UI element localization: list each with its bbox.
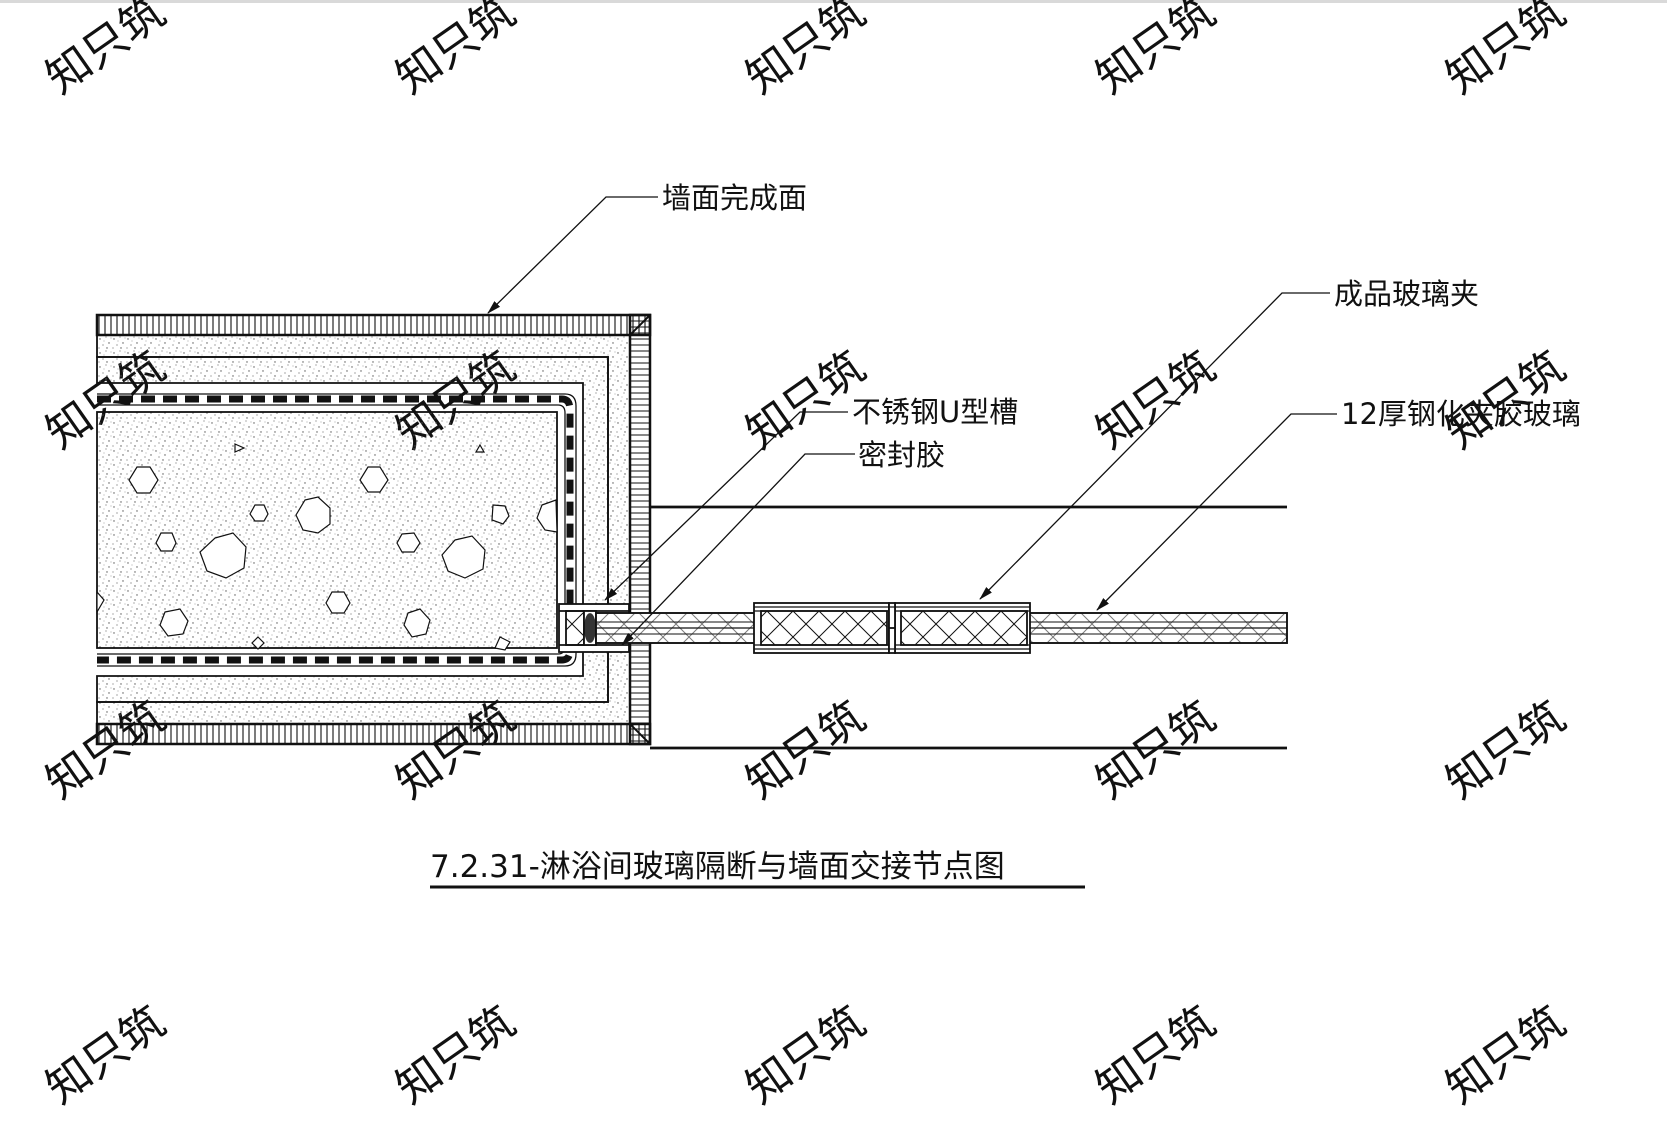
watermark-mark: 知只筑: [1437, 997, 1574, 1114]
watermark-mark: 知只筑: [737, 997, 874, 1114]
label-sealant: 密封胶: [858, 438, 945, 472]
watermark-mark: 知只筑: [387, 0, 524, 104]
wall-section: [95, 313, 652, 746]
finish-layer-top: [95, 313, 652, 337]
label-clamp: 成品玻璃夹: [1334, 277, 1479, 311]
watermark-mark: 知只筑: [737, 0, 874, 104]
watermark-mark: 知只筑: [37, 0, 174, 104]
top-border-line: [0, 0, 1667, 3]
watermark-mark: 知只筑: [1087, 0, 1224, 104]
watermark-mark: 知只筑: [737, 692, 874, 809]
label-glass: 12厚钢化夹胶玻璃: [1341, 397, 1581, 431]
aggregate-stones: [96, 443, 558, 651]
leader-u-channel: [604, 411, 848, 601]
finish-layer-end: [628, 313, 652, 746]
waterproof-membrane: [97, 395, 574, 664]
watermark-mark: 知只筑: [1087, 692, 1224, 809]
glass-clamp: [753, 602, 1031, 654]
leader-wall-finish: [487, 196, 658, 314]
watermark-mark: 知只筑: [1437, 0, 1574, 104]
drawing-title: 7.2.31-淋浴间玻璃隔断与墙面交接节点图: [430, 849, 1005, 885]
watermark-mark: 知只筑: [1437, 692, 1574, 809]
base-coat-layer: [96, 356, 609, 703]
leader-sealant: [621, 453, 855, 646]
sealant-block: [565, 610, 585, 646]
callout-leaders: [487, 196, 1337, 646]
label-wall-finish: 墙面完成面: [662, 181, 807, 215]
leader-glass: [1096, 413, 1337, 611]
finish-layer-bottom: [95, 722, 652, 746]
watermark-mark: 知只筑: [37, 997, 174, 1114]
watermark-mark: 知只筑: [1087, 997, 1224, 1114]
watermark-mark: 知只筑: [1087, 342, 1224, 459]
watermark-mark: 知只筑: [387, 997, 524, 1114]
label-u-channel: 不锈钢U型槽: [852, 395, 1018, 429]
leader-clamp: [979, 292, 1330, 600]
